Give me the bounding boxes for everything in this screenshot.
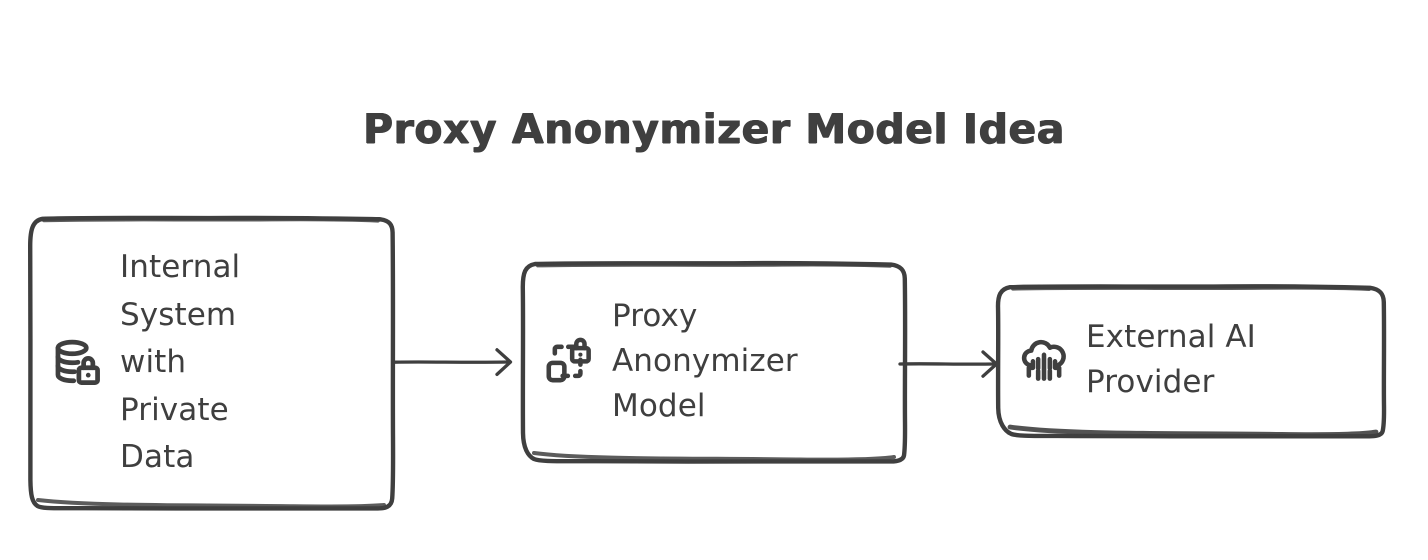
node-external-ai[interactable]: External AI Provider: [995, 284, 1387, 439]
node-label-line: Anonymizer: [612, 342, 798, 379]
node-label-proxy-anonymizer: Proxy Anonymizer Model: [612, 294, 798, 430]
node-label-internal-system: Internal System with Private Data: [120, 244, 240, 481]
node-proxy-anonymizer[interactable]: Proxy Anonymizer Model: [520, 260, 908, 464]
node-label-line: Proxy: [612, 297, 698, 334]
node-label-line: Data: [120, 439, 195, 476]
cloud-ai-icon: [1016, 332, 1072, 388]
node-label-line: with: [120, 344, 187, 381]
node-label-line: Internal: [120, 249, 241, 286]
database-lock-icon: [50, 335, 106, 391]
node-label-line: External AI: [1086, 318, 1256, 355]
node-label-line: System: [120, 296, 237, 333]
page-title: Proxy Anonymizer Model Idea: [363, 105, 1065, 153]
node-label-line: Model: [612, 388, 706, 425]
anonymize-mask-lock-icon: [542, 334, 598, 390]
node-label-external-ai: External AI Provider: [1086, 315, 1256, 406]
edge-internal-to-proxy: [392, 348, 513, 377]
node-label-line: Provider: [1086, 364, 1215, 400]
node-label-line: Private: [120, 391, 229, 428]
node-internal-system[interactable]: Internal System with Private Data: [28, 215, 396, 511]
